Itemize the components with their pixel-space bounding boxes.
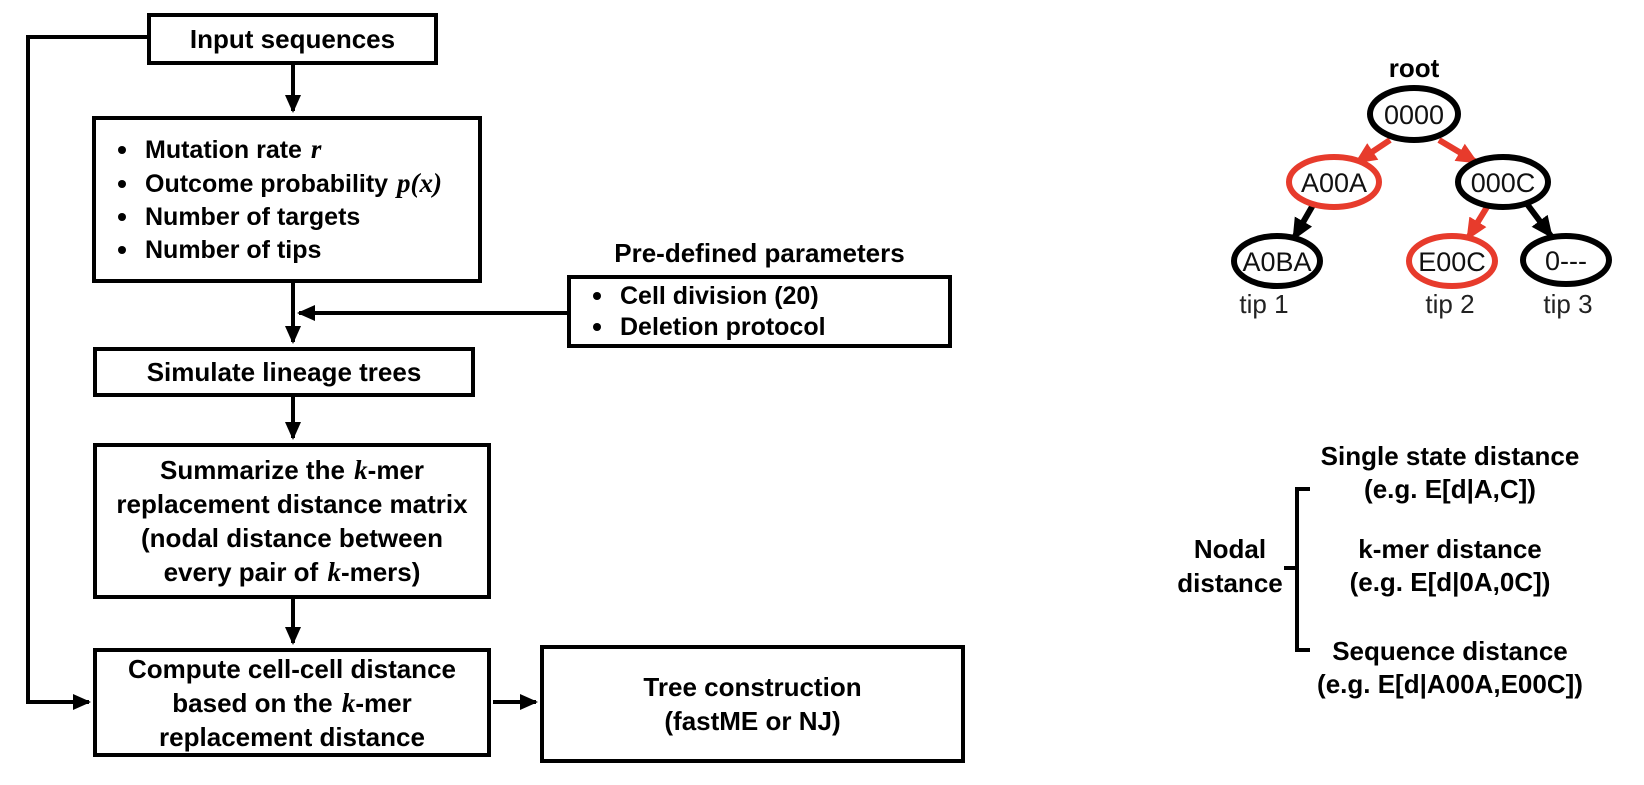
bullet-icon: [593, 323, 601, 331]
compute-cell-distance-box: Compute cell-cell distance based on the …: [93, 648, 491, 757]
bullet-icon: [118, 246, 126, 254]
root-label: root: [1389, 53, 1440, 83]
kmer-distance-item: k-mer distance (e.g. E[d|0A,0C]): [1300, 533, 1600, 599]
kmer-distance-example: (e.g. E[d|0A,0C]): [1349, 567, 1551, 597]
input-sequences-label: Input sequences: [189, 24, 396, 54]
lineage-tree: root 0000 A00A 000C A0BA E00C 0--- tip 1…: [1231, 53, 1612, 319]
node-root-ellipse: [1367, 85, 1461, 143]
param-item-mutation-rate: Mutation rate r: [96, 133, 478, 167]
simulate-lineage-trees-box: Simulate lineage trees: [93, 347, 475, 397]
summarize-line: every pair of k-mers): [163, 557, 421, 587]
node-a0ba-ellipse: [1231, 233, 1323, 289]
treecon-line: Tree construction: [643, 672, 862, 702]
kmer-distance-title: k-mer distance: [1358, 534, 1542, 564]
tree-construction-box: Tree construction (fastME or NJ): [540, 645, 965, 763]
edge-a00a-to-a0ba: [1291, 203, 1316, 241]
tip1-label: tip 1: [1239, 289, 1288, 319]
edge-000c-to-e00c: [1465, 205, 1490, 241]
node-000c-label: 000C: [1471, 168, 1536, 198]
edge-000c-to-tip3: [1524, 202, 1554, 239]
feedback-line: [26, 35, 147, 710]
tip3-label: tip 3: [1543, 289, 1592, 319]
treecon-line: (fastME or NJ): [664, 706, 841, 736]
single-state-distance-item: Single state distance (e.g. E[d|A,C]): [1300, 440, 1600, 506]
simulate-label: Simulate lineage trees: [146, 357, 422, 387]
predefined-params-box: Cell division (20) Deletion protocol: [567, 275, 952, 348]
node-a0ba-label: A0BA: [1242, 247, 1311, 277]
summarize-line: (nodal distance between: [141, 523, 443, 553]
node-e00c-label: E00C: [1418, 247, 1486, 277]
input-sequences-box: Input sequences: [147, 13, 438, 65]
single-state-distance-example: (e.g. E[d|A,C]): [1364, 474, 1536, 504]
summarize-line: Summarize the k-mer: [159, 455, 425, 485]
node-000c-ellipse: [1455, 154, 1551, 210]
summarize-line: replacement distance matrix: [116, 489, 468, 519]
node-tip3-label: 0---: [1545, 246, 1587, 276]
predefined-params-title: Pre-defined parameters: [614, 238, 905, 268]
compute-line: replacement distance: [159, 721, 425, 752]
node-root-label: 0000: [1384, 100, 1444, 130]
nodal-label-line1: Nodal: [1193, 534, 1267, 564]
single-state-distance-title: Single state distance: [1320, 441, 1580, 471]
node-a00a-ellipse: [1286, 154, 1382, 210]
nodal-distance-label: Nodal distance: [1157, 532, 1303, 600]
sequence-distance-example: (e.g. E[d|A00A,E00C]): [1317, 669, 1583, 699]
nodal-bracket: [1284, 487, 1310, 652]
compute-line: based on the k-mer: [172, 687, 412, 718]
sequence-distance-title: Sequence distance: [1332, 636, 1568, 666]
nodal-label-line2: distance: [1177, 568, 1283, 598]
flowchart-arrows: [26, 35, 567, 710]
edge-root-to-000c: [1437, 137, 1479, 165]
param-item-outcome-probability: Outcome probability p(x): [96, 167, 478, 201]
node-tip3-ellipse: [1520, 233, 1612, 287]
param-item-number-of-targets: Number of targets: [96, 201, 478, 234]
tip2-label: tip 2: [1425, 289, 1474, 319]
predef-item-cell-division: Cell division (20): [571, 281, 948, 312]
edge-root-to-a00a: [1354, 137, 1392, 165]
bullet-icon: [118, 179, 126, 188]
compute-line: Compute cell-cell distance: [128, 653, 456, 684]
param-item-number-of-tips: Number of tips: [96, 234, 478, 267]
bullet-icon: [118, 213, 126, 221]
node-e00c-ellipse: [1406, 233, 1498, 289]
bullet-icon: [593, 292, 601, 300]
bullet-icon: [118, 145, 126, 154]
summarize-kmer-matrix-box: Summarize the k-mer replacement distance…: [93, 443, 491, 599]
simulation-params-box: Mutation rate r Outcome probability p(x)…: [92, 116, 482, 283]
node-a00a-label: A00A: [1301, 168, 1367, 198]
predef-item-deletion-protocol: Deletion protocol: [571, 312, 948, 343]
sequence-distance-item: Sequence distance (e.g. E[d|A00A,E00C]): [1300, 635, 1600, 701]
